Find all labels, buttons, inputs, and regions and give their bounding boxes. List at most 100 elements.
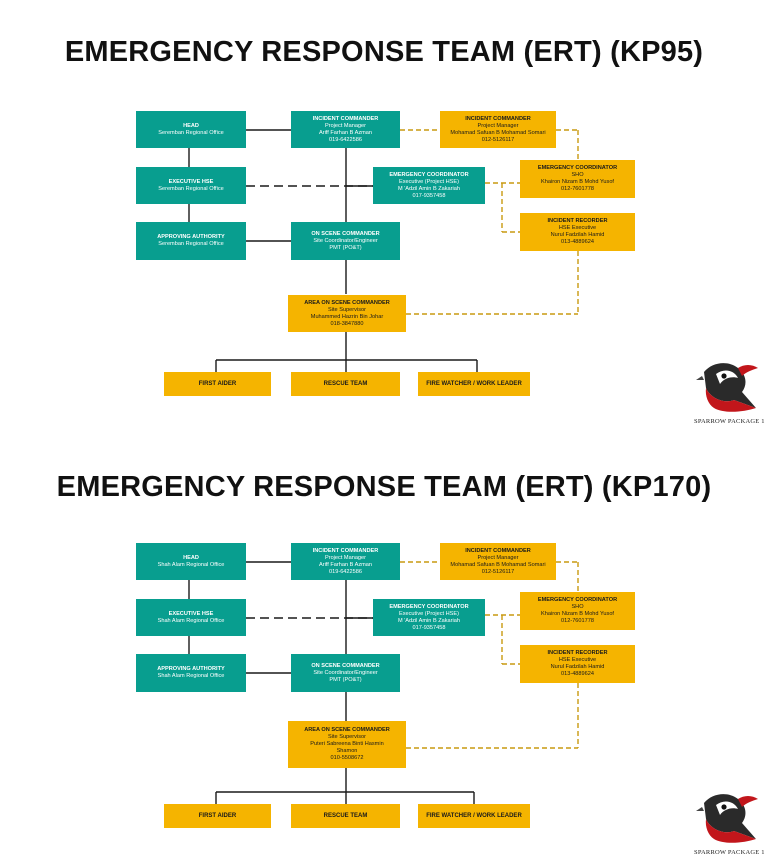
box-title: ON SCENE COMMANDER (311, 662, 380, 669)
box-line: Muhammed Hazrin Bin Johar (310, 313, 384, 320)
emergency-coordinator-2-box: EMERGENCY COORDINATOR SHO Khairon Nizam … (520, 160, 635, 198)
box-line: Shah Alam Regional Office (157, 617, 225, 624)
approving-authority-box: APPROVING AUTHORITY Seremban Regional Of… (136, 222, 246, 260)
box-line: Executive (Project HSE) (399, 178, 459, 185)
first-aider-box: FIRST AIDER (164, 372, 271, 396)
on-scene-commander-box: ON SCENE COMMANDER Site Coordinator/Engi… (291, 654, 400, 692)
logo-text: SPARROW PACKAGE 1 (694, 418, 765, 425)
box-line: Site Coordinator/Engineer (313, 237, 378, 244)
box-title: FIRE WATCHER / WORK LEADER (426, 380, 522, 387)
box-line: 013-4889624 (561, 671, 594, 677)
box-title: HEAD (183, 122, 199, 129)
box-title: EMERGENCY COORDINATOR (389, 603, 469, 610)
executive-hse-box: EXECUTIVE HSE Seremban Regional Office (136, 167, 246, 204)
box-line: Mohamad Safuan B Mohamad Somari (450, 561, 546, 568)
box-line: 012-5126117 (481, 568, 515, 575)
incident-commander-box: INCIDENT COMMANDER Project Manager Ariff… (291, 111, 400, 148)
box-title: INCIDENT RECORDER (547, 218, 608, 224)
emergency-coordinator-box: EMERGENCY COORDINATOR Executive (Project… (373, 599, 485, 636)
box-line: SHO (571, 604, 584, 610)
emergency-coordinator-box: EMERGENCY COORDINATOR Executive (Project… (373, 167, 485, 204)
box-line: Khairon Nizam B Mohd Yusof (541, 179, 614, 185)
sparrow-logo: SPARROW PACKAGE 1 (694, 789, 765, 861)
area-on-scene-commander-box: AREA ON SCENE COMMANDER Site Supervisor … (288, 295, 406, 332)
ert-chart-kp170: EMERGENCY RESPONSE TEAM (ERT) (KP170) (0, 433, 768, 866)
incident-commander-box: INCIDENT COMMANDER Project Manager Ariff… (291, 543, 400, 580)
box-line: Seremban Regional Office (158, 129, 224, 136)
sparrow-logo: SPARROW PACKAGE 1 (694, 358, 765, 430)
box-title: APPROVING AUTHORITY (157, 234, 225, 240)
executive-hse-box: EXECUTIVE HSE Shah Alam Regional Office (136, 599, 246, 636)
fire-watcher-box: FIRE WATCHER / WORK LEADER (418, 372, 530, 396)
box-title: EMERGENCY COORDINATOR (389, 171, 469, 178)
box-line: M 'Adzil Amin B Zakariah (398, 617, 460, 624)
box-title: INCIDENT COMMANDER (465, 547, 531, 554)
box-line: Executive (Project HSE) (399, 610, 459, 617)
box-line: Project Manager (324, 554, 367, 561)
incident-recorder-box: INCIDENT RECORDER HSE Executive Nurul Fa… (520, 213, 635, 251)
logo-text: SPARROW PACKAGE 1 (694, 849, 765, 856)
box-title: EMERGENCY COORDINATOR (537, 597, 618, 603)
box-line: Shah Alam Regional Office (157, 673, 225, 679)
box-title: INCIDENT RECORDER (547, 650, 608, 656)
box-title: EMERGENCY COORDINATOR (537, 165, 618, 171)
box-line: Site Supervisor (328, 306, 366, 313)
box-line: Project Manager (477, 122, 519, 129)
box-title: FIRST AIDER (198, 812, 237, 819)
box-title: INCIDENT COMMANDER (312, 115, 379, 122)
box-line: Puteri Sabreena Binti Hasmin (310, 741, 384, 747)
box-title: FIRE WATCHER / WORK LEADER (426, 812, 522, 819)
box-line: Mohamad Safuan B Mohamad Somari (450, 129, 546, 136)
box-line: 019-6422586 (329, 568, 362, 575)
connector-lines (188, 129, 579, 372)
box-line: 010-5508672 (330, 755, 364, 761)
on-scene-commander-box: ON SCENE COMMANDER Site Coordinator/Engi… (291, 222, 400, 260)
box-line: 012-5126117 (481, 136, 515, 143)
box-line: M 'Adzil Amin B Zakariah (398, 185, 460, 192)
box-line: 018-3847880 (330, 320, 364, 327)
approving-authority-box: APPROVING AUTHORITY Shah Alam Regional O… (136, 654, 246, 692)
box-line: 017-9357458 (412, 624, 446, 631)
box-title: FIRST AIDER (198, 380, 237, 387)
chart-title: EMERGENCY RESPONSE TEAM (ERT) (KP170) (56, 471, 712, 503)
box-line: SHO (571, 172, 584, 178)
box-title: APPROVING AUTHORITY (157, 666, 225, 672)
head-box: HEAD Shah Alam Regional Office (136, 543, 246, 580)
box-title: RESCUE TEAM (323, 380, 368, 387)
incident-recorder-box: INCIDENT RECORDER HSE Executive Nurul Fa… (520, 645, 635, 683)
box-line: Shah Alam Regional Office (157, 561, 225, 568)
box-title: EXECUTIVE HSE (168, 610, 214, 617)
box-line: 012-7601778 (561, 186, 594, 192)
box-line: 012-7601778 (561, 618, 594, 624)
rescue-team-box: RESCUE TEAM (291, 804, 400, 828)
box-line: Seremban Regional Office (158, 185, 224, 192)
box-line: 013-4889624 (561, 239, 594, 245)
box-line: 017-9357458 (412, 192, 446, 199)
box-title: INCIDENT COMMANDER (465, 115, 531, 122)
box-line: Ariff Farhan B Azman (318, 129, 373, 136)
box-line: PMT (PO&T) (329, 676, 362, 683)
box-line: PMT (PO&T) (329, 244, 362, 251)
box-title: AREA ON SCENE COMMANDER (304, 727, 390, 733)
emergency-coordinator-2-box: EMERGENCY COORDINATOR SHO Khairon Nizam … (520, 592, 635, 630)
box-title: ON SCENE COMMANDER (311, 230, 380, 237)
box-line: 019-6422586 (329, 136, 362, 143)
sparrow-logo-icon (696, 363, 758, 412)
box-title: HEAD (183, 554, 199, 561)
box-line: Seremban Regional Office (158, 241, 224, 247)
rescue-team-box: RESCUE TEAM (291, 372, 400, 396)
box-line: Shamon (336, 748, 358, 754)
area-on-scene-commander-box: AREA ON SCENE COMMANDER Site Supervisor … (288, 721, 406, 768)
first-aider-box: FIRST AIDER (164, 804, 271, 828)
box-line: Khairon Nizam B Mohd Yusof (541, 611, 614, 617)
incident-commander-2-box: INCIDENT COMMANDER Project Manager Moham… (440, 543, 556, 580)
box-line: HSE Executive (558, 225, 597, 231)
fire-watcher-box: FIRE WATCHER / WORK LEADER (418, 804, 530, 828)
box-line: Project Manager (324, 122, 367, 129)
connector-lines (188, 561, 579, 804)
box-line: Nurul Fadzilah Hamid (550, 232, 605, 238)
ert-chart-kp95: EMERGENCY RESPONSE TEAM (ERT) (KP95) (64, 36, 765, 430)
box-title: AREA ON SCENE COMMANDER (304, 299, 390, 306)
chart-title: EMERGENCY RESPONSE TEAM (ERT) (KP95) (64, 36, 704, 68)
head-box: HEAD Seremban Regional Office (136, 111, 246, 148)
